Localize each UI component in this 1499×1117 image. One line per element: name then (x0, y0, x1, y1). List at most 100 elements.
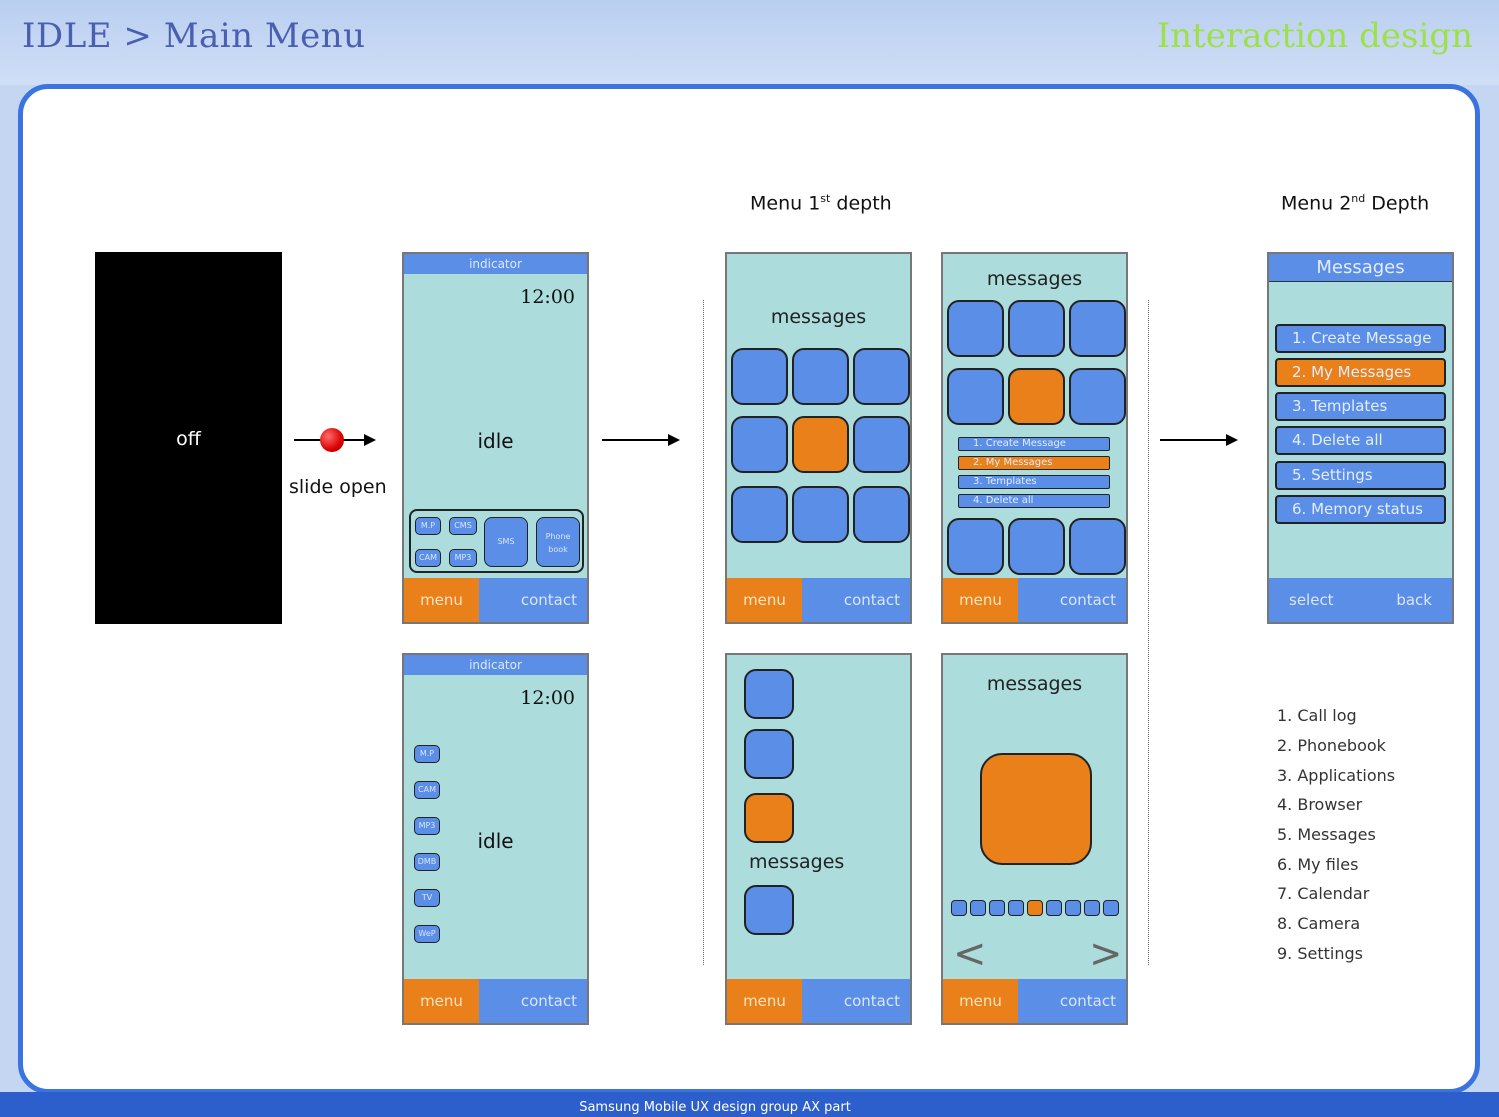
main-menu-item: 3. Applications (1277, 766, 1396, 785)
separator-left (703, 300, 704, 965)
shortcut-cms[interactable]: CMS (449, 517, 477, 535)
grid-tile[interactable] (853, 486, 910, 543)
softkey-contact[interactable]: contact (1059, 591, 1116, 609)
shortcut-mp3[interactable]: MP3 (449, 549, 477, 567)
slide-knob-icon[interactable] (320, 428, 344, 452)
off-label: off (176, 428, 201, 450)
chevron-right-icon[interactable]: > (1089, 931, 1123, 977)
grid-tile[interactable] (947, 300, 1004, 357)
softkey-contact[interactable]: contact (1059, 992, 1116, 1010)
page-dot (1008, 900, 1024, 916)
menu-title: messages (986, 268, 1083, 290)
softkey-menu[interactable]: menu (943, 578, 1018, 622)
grid-tile[interactable] (1069, 518, 1126, 575)
side-icon-wep[interactable]: WeP (414, 925, 440, 943)
softkey-bar: menu contact (943, 578, 1126, 622)
submenu-item[interactable]: 1. Create Message (958, 437, 1110, 451)
grid-tile[interactable] (792, 348, 849, 405)
grid-tile[interactable] (853, 416, 910, 473)
grid-tile[interactable] (853, 348, 910, 405)
idle-label: idle (477, 829, 514, 853)
header-bar: IDLE > Main Menu Interaction design (0, 0, 1499, 85)
shortcut-cam[interactable]: CAM (415, 549, 441, 567)
shortcut-phonebook[interactable]: Phone book (536, 517, 580, 567)
main-menu-item: 9. Settings (1277, 944, 1363, 963)
clock: 12:00 (520, 286, 575, 308)
grid-tile[interactable] (731, 416, 788, 473)
shortcut-mp[interactable]: M.P (415, 517, 441, 535)
carousel-main-tile[interactable] (980, 753, 1092, 865)
list-tile[interactable] (744, 729, 794, 779)
submenu-item[interactable]: 4. Delete all (1275, 426, 1446, 455)
list-tile-selected[interactable] (744, 793, 794, 843)
main-menu-item: 8. Camera (1277, 914, 1361, 933)
submenu-item[interactable]: 5. Settings (1275, 461, 1446, 490)
grid-tile[interactable] (1008, 300, 1065, 357)
section-label: Interaction design (1156, 16, 1473, 56)
submenu-item-selected[interactable]: 2. My Messages (1275, 358, 1446, 387)
page-dot (951, 900, 967, 916)
list-tile[interactable] (744, 669, 794, 719)
softkey-bar: menu contact (943, 979, 1126, 1023)
idle-phone-side-icons: indicator 12:00 idle M.P CAM MP3 DMB TV … (402, 653, 589, 1025)
chevron-left-icon[interactable]: < (953, 931, 987, 977)
side-icon-mp3[interactable]: MP3 (414, 817, 440, 835)
page-dot (1084, 900, 1100, 916)
side-icon-mp[interactable]: M.P (414, 745, 440, 763)
softkey-contact[interactable]: contact (843, 992, 900, 1010)
grid-tile[interactable] (1008, 518, 1065, 575)
grid-tile[interactable] (792, 486, 849, 543)
softkey-back[interactable]: back (1396, 591, 1432, 609)
page-dot-active (1027, 900, 1043, 916)
heading-menu-1st-depth: Menu 1st depth (750, 192, 892, 215)
softkey-menu[interactable]: menu (404, 979, 479, 1023)
side-icon-tv[interactable]: TV (414, 889, 440, 907)
grid-tile[interactable] (731, 486, 788, 543)
main-menu-item: 2. Phonebook (1277, 736, 1386, 755)
side-icon-cam[interactable]: CAM (414, 781, 440, 799)
clock: 12:00 (520, 687, 575, 709)
softkey-select[interactable]: select (1289, 591, 1334, 609)
grid-tile[interactable] (731, 348, 788, 405)
shortcut-sms[interactable]: SMS (484, 517, 528, 567)
grid-list-menu-phone: messages 1. Create Message 2. My Message… (941, 252, 1128, 624)
submenu-item[interactable]: 6. Memory status (1275, 495, 1446, 524)
softkey-bar: menu contact (727, 578, 910, 622)
grid-tile[interactable] (947, 368, 1004, 425)
softkey-contact[interactable]: contact (843, 591, 900, 609)
submenu-item[interactable]: 3. Templates (1275, 392, 1446, 421)
softkey-bar: select back (1269, 578, 1452, 622)
submenu-item-selected[interactable]: 2. My Messages (958, 456, 1110, 470)
menu-title: messages (986, 673, 1083, 695)
indicator-bar: indicator (404, 655, 587, 675)
page-dot (989, 900, 1005, 916)
grid-tile-selected[interactable] (792, 416, 849, 473)
softkey-contact[interactable]: contact (520, 591, 577, 609)
softkey-menu[interactable]: menu (404, 578, 479, 622)
shortcut-bar: M.P CMS CAM MP3 SMS Phone book (409, 509, 584, 573)
page-dot (970, 900, 986, 916)
list-tile[interactable] (744, 885, 794, 935)
softkey-menu[interactable]: menu (943, 979, 1018, 1023)
separator-right (1148, 300, 1149, 965)
softkey-menu[interactable]: menu (727, 578, 802, 622)
grid-tile[interactable] (1069, 368, 1126, 425)
softkey-menu[interactable]: menu (727, 979, 802, 1023)
grid-tile-selected[interactable] (1008, 368, 1065, 425)
softkey-bar: menu contact (404, 578, 587, 622)
arrow-to-depth2-line (1160, 439, 1228, 441)
page-dot (1103, 900, 1119, 916)
softkey-contact[interactable]: contact (520, 992, 577, 1010)
softkey-bar: menu contact (404, 979, 587, 1023)
grid-tile[interactable] (1069, 300, 1126, 357)
footer-text: Samsung Mobile UX design group AX part (579, 1100, 851, 1115)
submenu-item[interactable]: 4. Delete all (958, 494, 1110, 508)
side-icon-dmb[interactable]: DMB (414, 853, 440, 871)
submenu-item[interactable]: 1. Create Message (1275, 324, 1446, 353)
idle-phone-shortcut-bar: indicator 12:00 idle M.P CMS CAM MP3 SMS… (402, 252, 589, 624)
submenu-item[interactable]: 3. Templates (958, 475, 1110, 489)
page-indicator (951, 900, 1121, 918)
grid-tile[interactable] (947, 518, 1004, 575)
messages-submenu-phone: Messages 1. Create Message 2. My Message… (1267, 252, 1454, 624)
page-title: IDLE > Main Menu (22, 16, 366, 56)
